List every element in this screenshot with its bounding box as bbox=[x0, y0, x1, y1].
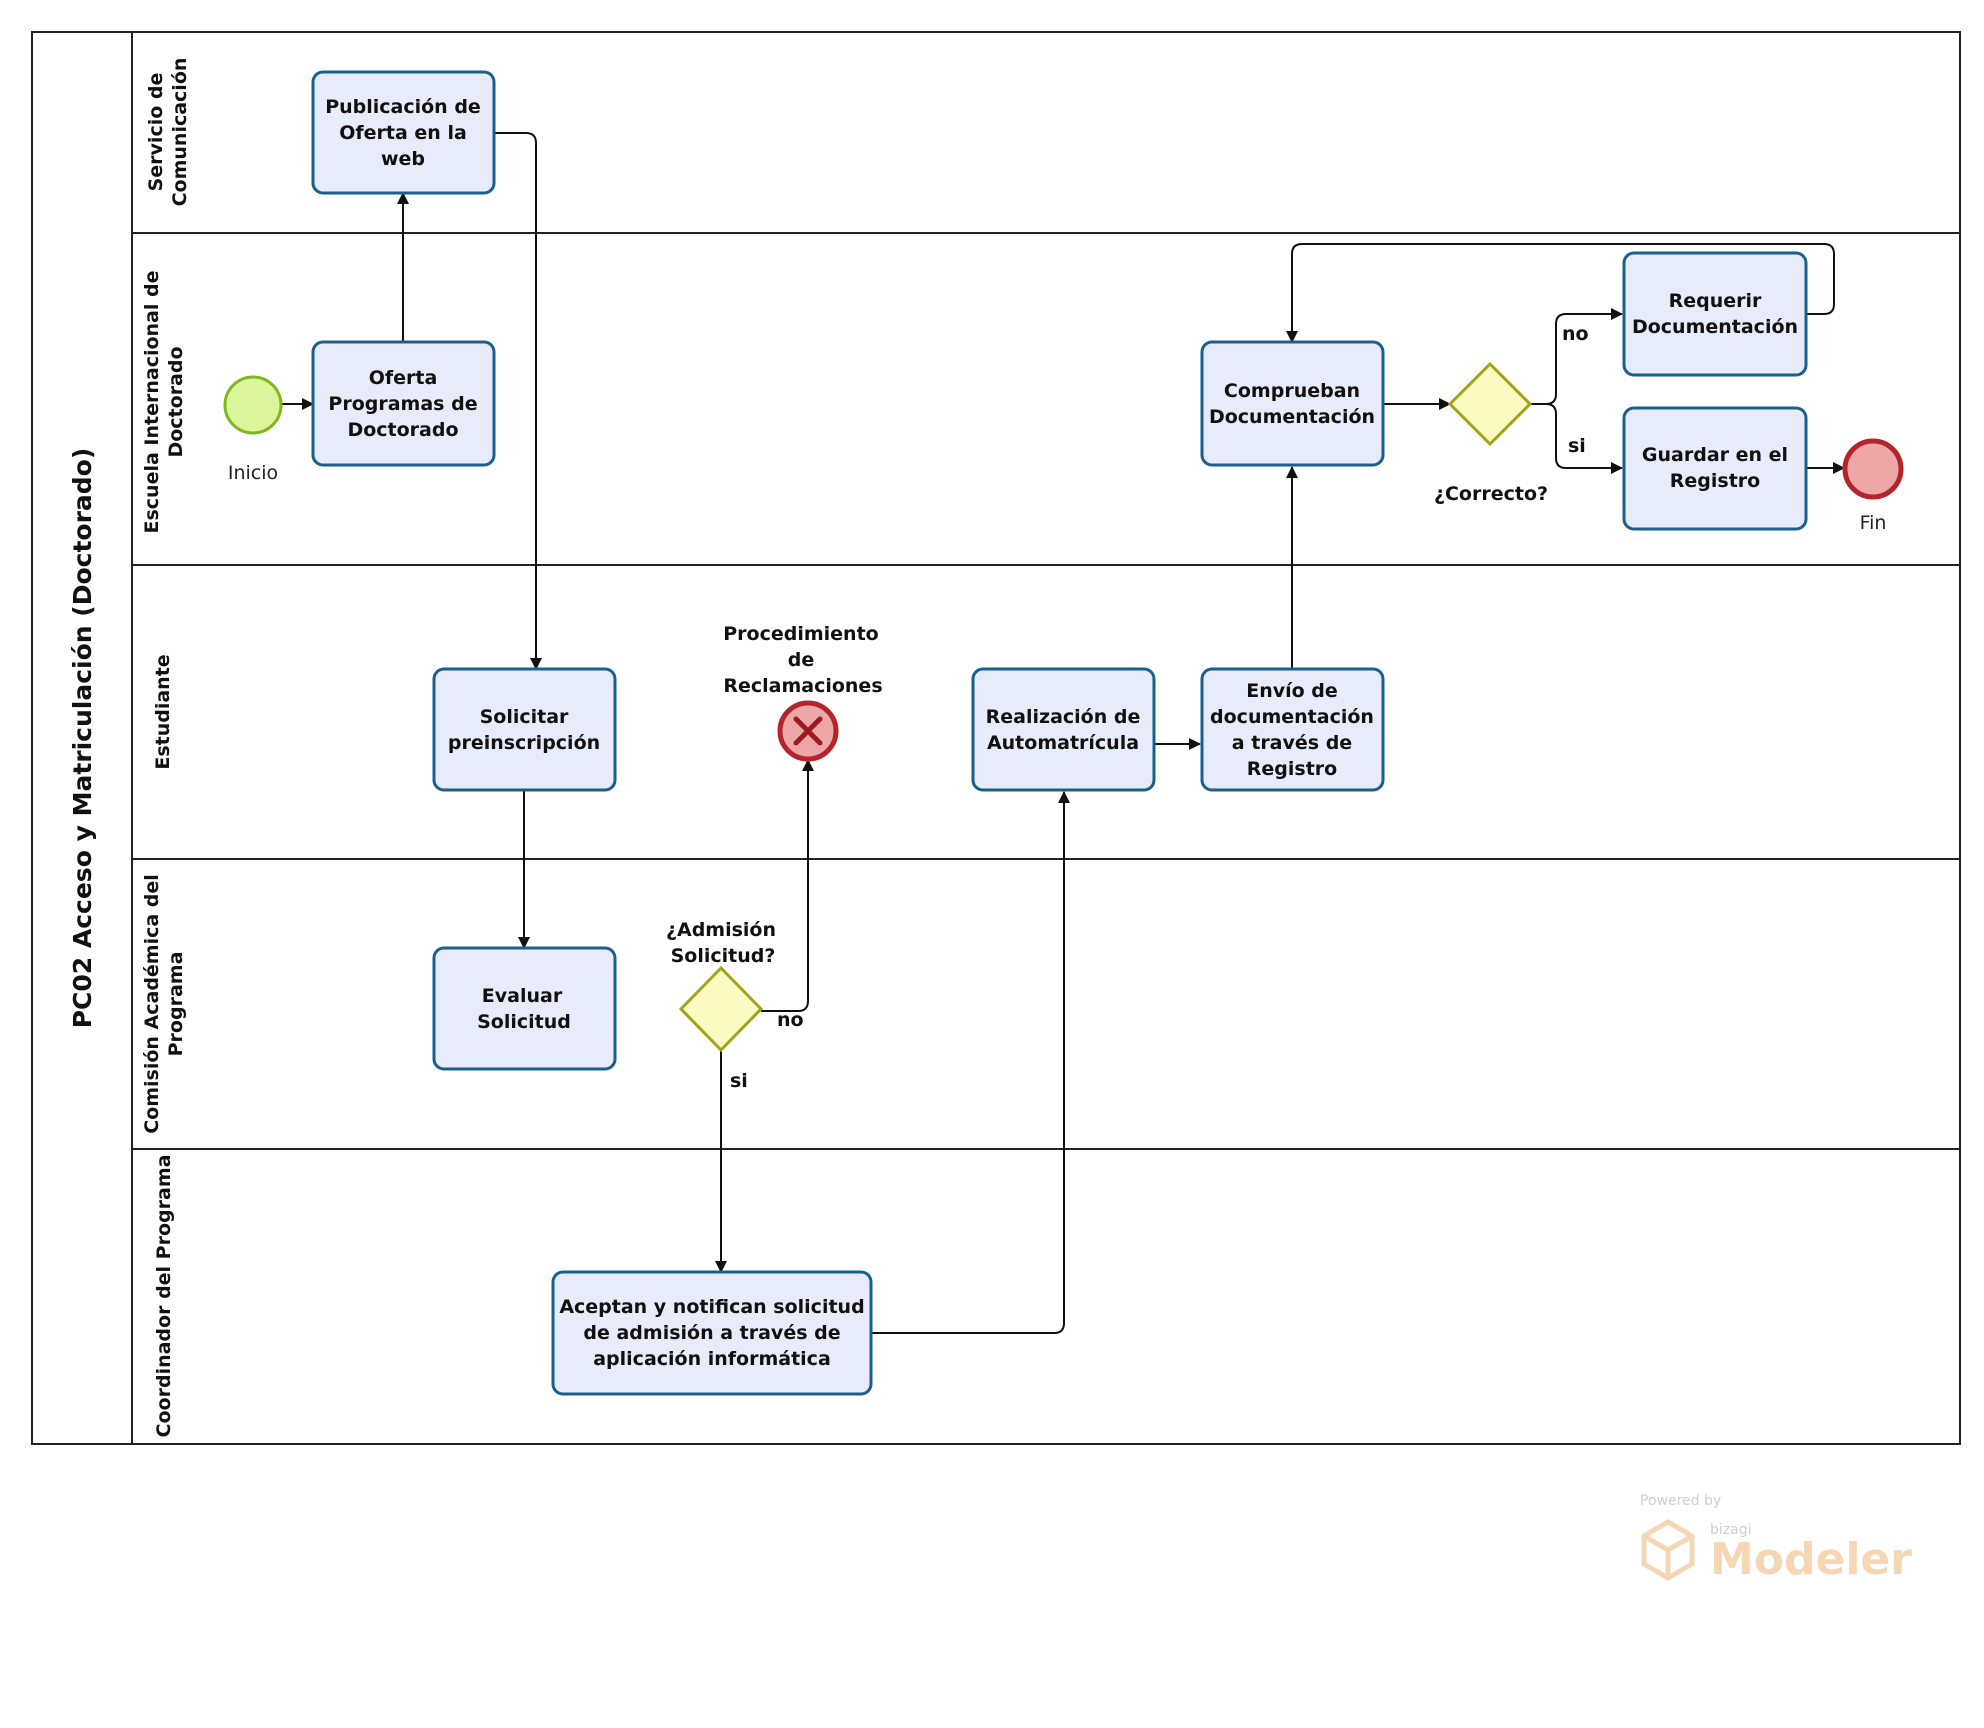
task-label-line: Comprueban bbox=[1224, 380, 1360, 402]
task-requerir[interactable]: Requerir Documentación bbox=[1622, 251, 1808, 377]
flow-publicacion-to-solicitar bbox=[494, 132, 542, 670]
task-label-line: Oferta bbox=[369, 367, 438, 389]
end-event-fin[interactable]: Fin bbox=[1842, 438, 1904, 534]
flow-label-admision-no: no bbox=[777, 1009, 804, 1031]
pool-title: PC02 Acceso y Matriculación (Doctorado) bbox=[68, 448, 97, 1029]
task-label-line: Registro bbox=[1670, 470, 1760, 492]
flow-aceptan-to-realizacion bbox=[871, 791, 1070, 1334]
lane-label-line: Comisión Académica del bbox=[141, 874, 163, 1134]
task-label-line: web bbox=[381, 148, 425, 170]
task-label-line: preinscripción bbox=[448, 732, 600, 754]
task-label-line: a través de bbox=[1232, 732, 1352, 754]
lane-label-line: Doctorado bbox=[165, 346, 187, 457]
flow-label-admision-si: si bbox=[730, 1070, 748, 1092]
lane-label-coordinador: Coordinador del Programa bbox=[153, 1155, 175, 1438]
task-label-line: aplicación informática bbox=[593, 1348, 831, 1370]
lane-label-estudiante: Estudiante bbox=[152, 654, 174, 769]
gateway-label-line: Solicitud? bbox=[671, 945, 776, 967]
task-label-line: Guardar en el bbox=[1642, 444, 1788, 466]
task-label-line: Publicación de bbox=[325, 96, 481, 118]
task-publicacion[interactable]: Publicación de Oferta en la web bbox=[311, 70, 496, 195]
task-label-line: documentación bbox=[1210, 706, 1374, 728]
task-label-line: Documentación bbox=[1209, 406, 1375, 428]
gateway-label: ¿Correcto? bbox=[1434, 483, 1548, 505]
flow-label-correcto-si: si bbox=[1568, 435, 1586, 457]
flow-correcto-no-to-requerir bbox=[1530, 308, 1623, 405]
bizagi-logo-icon bbox=[1641, 1519, 1695, 1581]
gateway-label-line: ¿Admisión bbox=[666, 919, 776, 941]
gateway-correcto[interactable]: ¿Correcto? bbox=[1434, 361, 1548, 505]
lane-label-line: Escuela Internacional de bbox=[141, 271, 163, 534]
task-label-line: Envío de bbox=[1246, 680, 1338, 702]
flow-admision-no-to-reclamaciones bbox=[761, 759, 814, 1012]
task-label-line: Solicitud bbox=[477, 1011, 571, 1033]
task-label-line: Doctorado bbox=[347, 419, 458, 441]
gateway-admision[interactable]: ¿Admisión Solicitud? bbox=[666, 919, 776, 1053]
lane-label-comision: Comisión Académica del Programa bbox=[141, 874, 187, 1134]
task-evaluar[interactable]: Evaluar Solicitud bbox=[432, 946, 617, 1071]
task-label-line: Solicitar bbox=[480, 706, 569, 728]
lane-label-line: Comunicación bbox=[169, 58, 191, 207]
watermark-product-text: Modeler bbox=[1710, 1534, 1912, 1585]
lane-label-line: Estudiante bbox=[152, 654, 174, 769]
watermark-brand-text: bizagi bbox=[1710, 1522, 1751, 1538]
pool-border bbox=[31, 31, 1961, 1445]
task-oferta[interactable]: Oferta Programas de Doctorado bbox=[311, 340, 496, 467]
task-comprueban[interactable]: Comprueban Documentación bbox=[1200, 340, 1385, 467]
task-label-line: de admisión a través de bbox=[583, 1322, 840, 1344]
start-event-inicio[interactable]: Inicio bbox=[223, 375, 283, 484]
powered-by-watermark: Powered by bizagi Modeler bbox=[1640, 1493, 1912, 1585]
task-solicitar[interactable]: Solicitar preinscripción bbox=[432, 667, 617, 792]
task-label-line: Requerir bbox=[1669, 290, 1762, 312]
start-event-label: Inicio bbox=[228, 462, 278, 484]
pool-title-text: PC02 Acceso y Matriculación (Doctorado) bbox=[68, 448, 97, 1029]
task-label-line: Evaluar bbox=[482, 985, 563, 1007]
lane-label-servicio: Servicio de Comunicación bbox=[145, 58, 191, 207]
lane-label-line: Servicio de bbox=[145, 73, 167, 192]
end-event-label: Fin bbox=[1860, 512, 1887, 534]
error-end-event-reclamaciones[interactable]: Procedimiento de Reclamaciones bbox=[723, 623, 883, 762]
task-label-line: Oferta en la bbox=[339, 122, 467, 144]
flow-requerir-loop-to-comprueban bbox=[1286, 243, 1835, 343]
task-envio[interactable]: Envío de documentación a través de Regis… bbox=[1200, 667, 1385, 792]
task-label-line: Registro bbox=[1247, 758, 1337, 780]
event-label-line: de bbox=[788, 649, 815, 671]
lane-label-line: Programa bbox=[165, 952, 187, 1057]
task-guardar[interactable]: Guardar en el Registro bbox=[1622, 406, 1808, 531]
lane-label-line: Coordinador del Programa bbox=[153, 1155, 175, 1438]
task-label-line: Automatrícula bbox=[987, 732, 1139, 754]
flow-correcto-si-to-guardar bbox=[1545, 403, 1623, 474]
task-realizacion[interactable]: Realización de Automatrícula bbox=[971, 667, 1156, 792]
watermark-powered-text: Powered by bbox=[1640, 1493, 1721, 1509]
error-x-icon bbox=[793, 716, 823, 746]
task-label-line: Aceptan y notifican solicitud bbox=[559, 1296, 864, 1318]
task-label-line: Realización de bbox=[986, 706, 1141, 728]
lane-label-escuela: Escuela Internacional de Doctorado bbox=[141, 271, 187, 534]
event-label-line: Reclamaciones bbox=[723, 675, 882, 697]
event-label-line: Procedimiento bbox=[723, 623, 878, 645]
task-label-line: Programas de bbox=[328, 393, 477, 415]
flow-label-correcto-no: no bbox=[1562, 323, 1589, 345]
task-aceptan[interactable]: Aceptan y notifican solicitud de admisió… bbox=[551, 1270, 873, 1396]
task-label-line: Documentación bbox=[1632, 316, 1798, 338]
